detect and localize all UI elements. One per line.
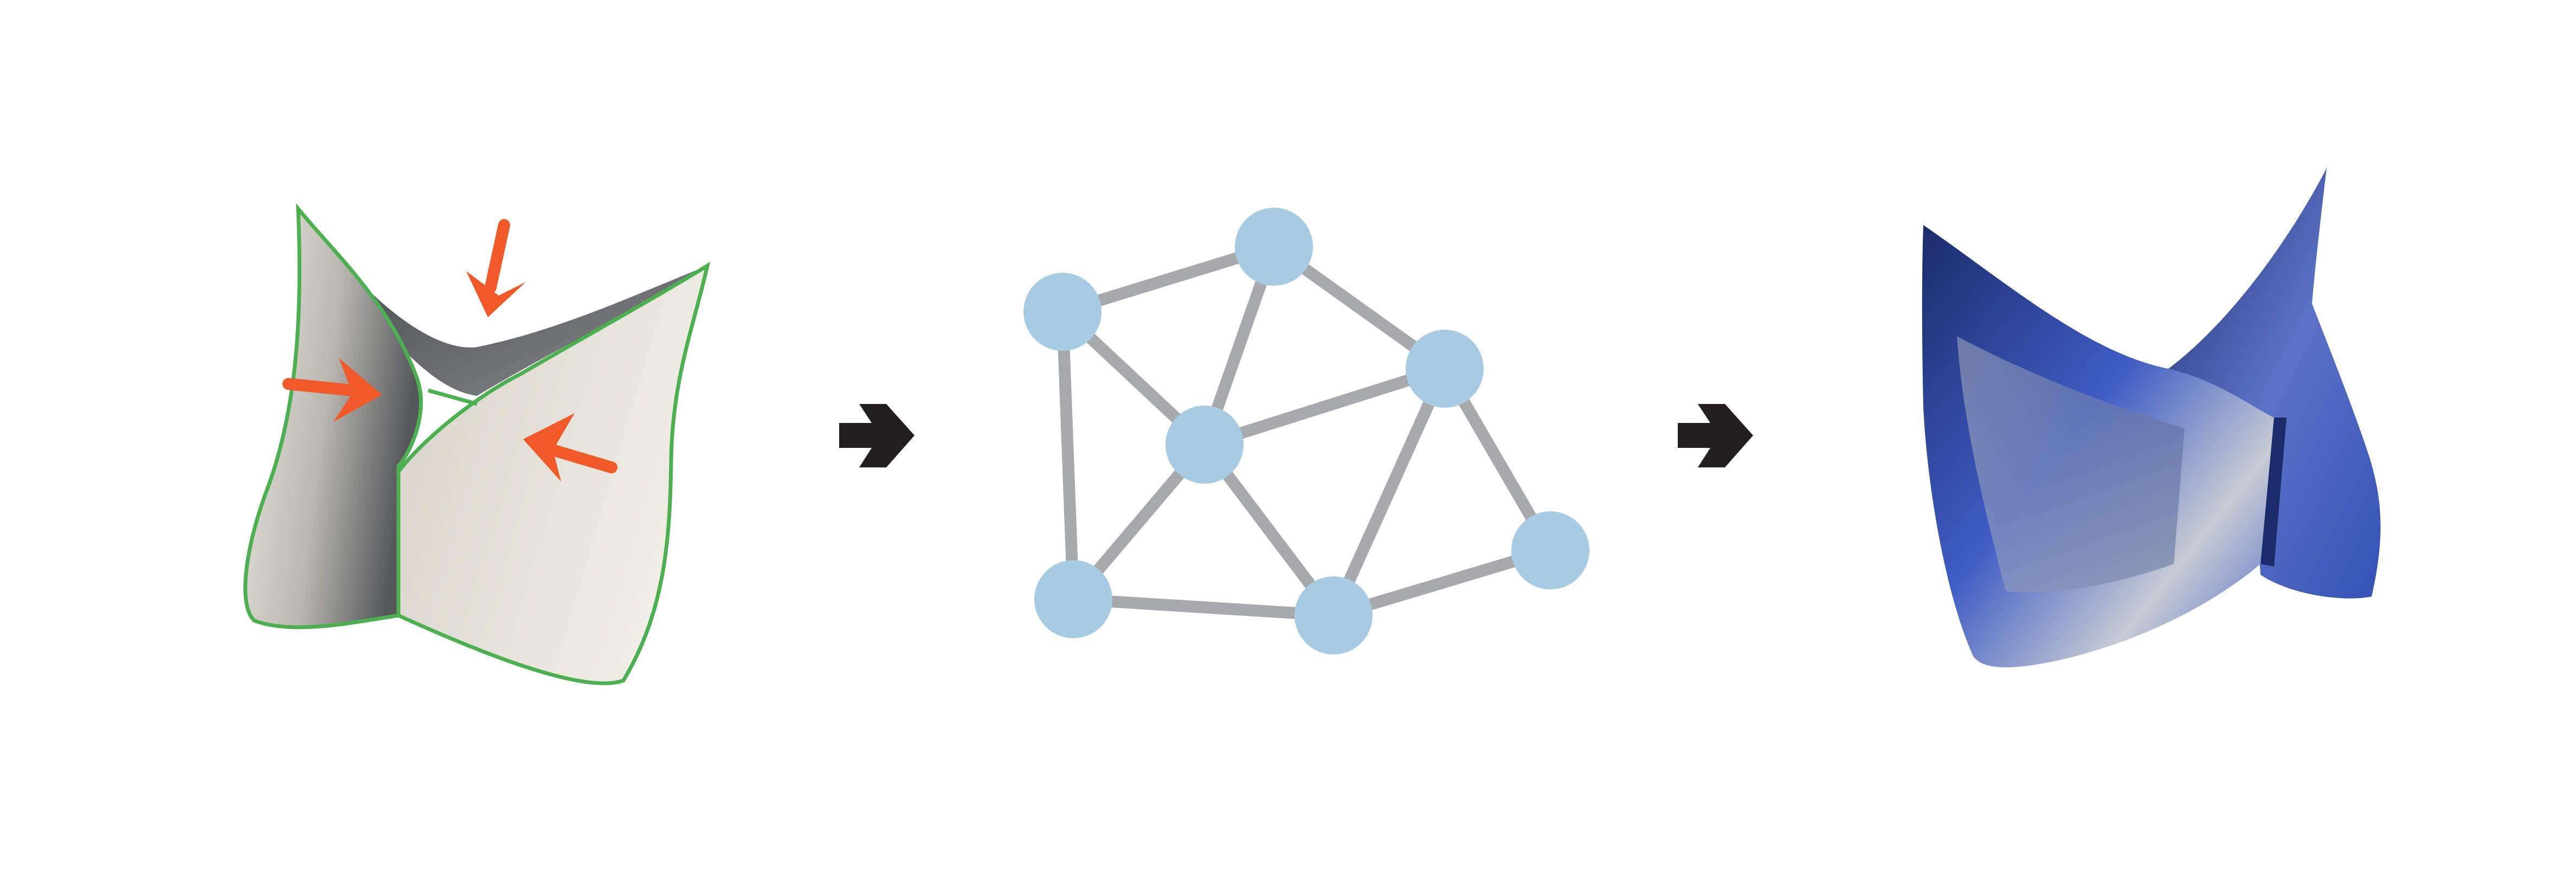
graph-node <box>1511 511 1589 589</box>
force-arrow-left <box>282 358 382 422</box>
input-surface-right-sheet <box>396 261 711 685</box>
output-surface-back-wing <box>2168 168 2381 599</box>
force-arrow-top-head <box>466 271 526 317</box>
graph-node <box>1235 208 1313 286</box>
graph-node <box>1406 330 1484 408</box>
graph-edge <box>1073 593 1334 621</box>
step-arrow-1 <box>839 404 915 467</box>
right-chevron-arrow-icon <box>839 404 915 467</box>
force-arrow-right-shaft <box>547 444 617 473</box>
output-surface <box>1922 168 2381 667</box>
input-surface-left-sheet <box>243 203 423 630</box>
right-chevron-arrow-icon <box>1678 404 1753 467</box>
graph-edge <box>1202 363 1447 451</box>
graph-edge <box>1057 311 1079 600</box>
graph-node <box>1165 406 1244 484</box>
force-arrow-top <box>466 219 526 317</box>
output-surface-fold <box>1957 336 2185 593</box>
force-arrow-left-shaft <box>282 378 358 396</box>
step-arrow-2 <box>1678 404 1753 467</box>
input-surface-seam <box>428 388 478 406</box>
force-arrow-right-head <box>523 413 575 482</box>
graph-network <box>1023 208 1589 654</box>
graph-nodes <box>1023 208 1589 654</box>
output-surface-edge <box>2261 418 2287 567</box>
force-arrow-top-shaft <box>485 219 510 293</box>
input-surface <box>243 203 711 685</box>
force-arrow-right <box>523 413 617 482</box>
graph-node <box>1034 560 1112 638</box>
force-arrow-left-head <box>333 358 382 422</box>
graph-node <box>1023 273 1102 351</box>
graph-edges <box>1057 241 1556 621</box>
input-surface-back-saddle <box>301 211 707 396</box>
graph-edge <box>1328 366 1451 618</box>
graph-node <box>1295 576 1373 654</box>
